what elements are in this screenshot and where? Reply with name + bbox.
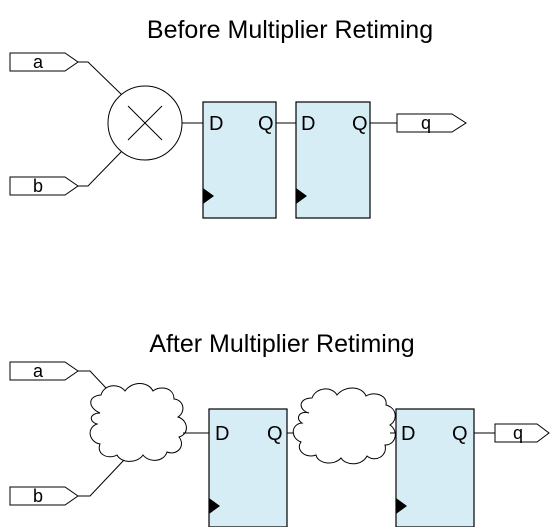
after-reg1-d-label: D bbox=[215, 423, 229, 445]
after-diagram: After Multiplier Retiming a b D Q bbox=[9, 330, 550, 527]
input-port-b: b bbox=[9, 486, 79, 506]
before-register-2: D Q bbox=[295, 101, 371, 219]
cloud-icon bbox=[292, 387, 396, 465]
before-title: Before Multiplier Retiming bbox=[147, 16, 433, 44]
before-reg2-d-label: D bbox=[301, 113, 315, 135]
input-port-b-label: b bbox=[33, 486, 43, 506]
after-reg2-d-label: D bbox=[401, 423, 415, 445]
after-reg1-q-label: Q bbox=[267, 423, 283, 445]
input-port-a: a bbox=[9, 361, 79, 381]
after-title: After Multiplier Retiming bbox=[149, 330, 414, 358]
clock-triangle-icon bbox=[396, 498, 407, 514]
before-reg1-d-label: D bbox=[209, 113, 223, 135]
cloud-icon bbox=[89, 383, 187, 462]
before-reg2-q-label: Q bbox=[352, 113, 368, 135]
after-register-2: D Q bbox=[395, 408, 475, 527]
wire-a-to-mult bbox=[78, 61, 123, 96]
wire-b-to-mult bbox=[78, 150, 123, 187]
input-port-b-label: b bbox=[33, 176, 43, 196]
before-register-1: D Q bbox=[202, 101, 277, 219]
input-port-b: b bbox=[9, 176, 79, 196]
clock-triangle-icon bbox=[209, 498, 220, 514]
multiplier-x-icon bbox=[107, 85, 183, 161]
output-port-q: q bbox=[494, 423, 550, 443]
wire-b-to-cloud bbox=[78, 459, 125, 497]
before-reg1-q-label: Q bbox=[258, 113, 274, 135]
before-diagram: Before Multiplier Retiming a b D Q bbox=[9, 16, 467, 219]
output-port-q: q bbox=[396, 113, 467, 133]
clock-triangle-icon bbox=[296, 188, 307, 204]
output-port-q-label: q bbox=[513, 423, 523, 443]
output-port-q-label: q bbox=[421, 113, 431, 133]
clock-triangle-icon bbox=[203, 188, 214, 204]
input-port-a: a bbox=[9, 52, 79, 72]
after-register-1: D Q bbox=[208, 408, 288, 527]
input-port-a-label: a bbox=[33, 52, 44, 72]
after-reg2-q-label: Q bbox=[452, 423, 468, 445]
input-port-a-label: a bbox=[33, 361, 44, 381]
